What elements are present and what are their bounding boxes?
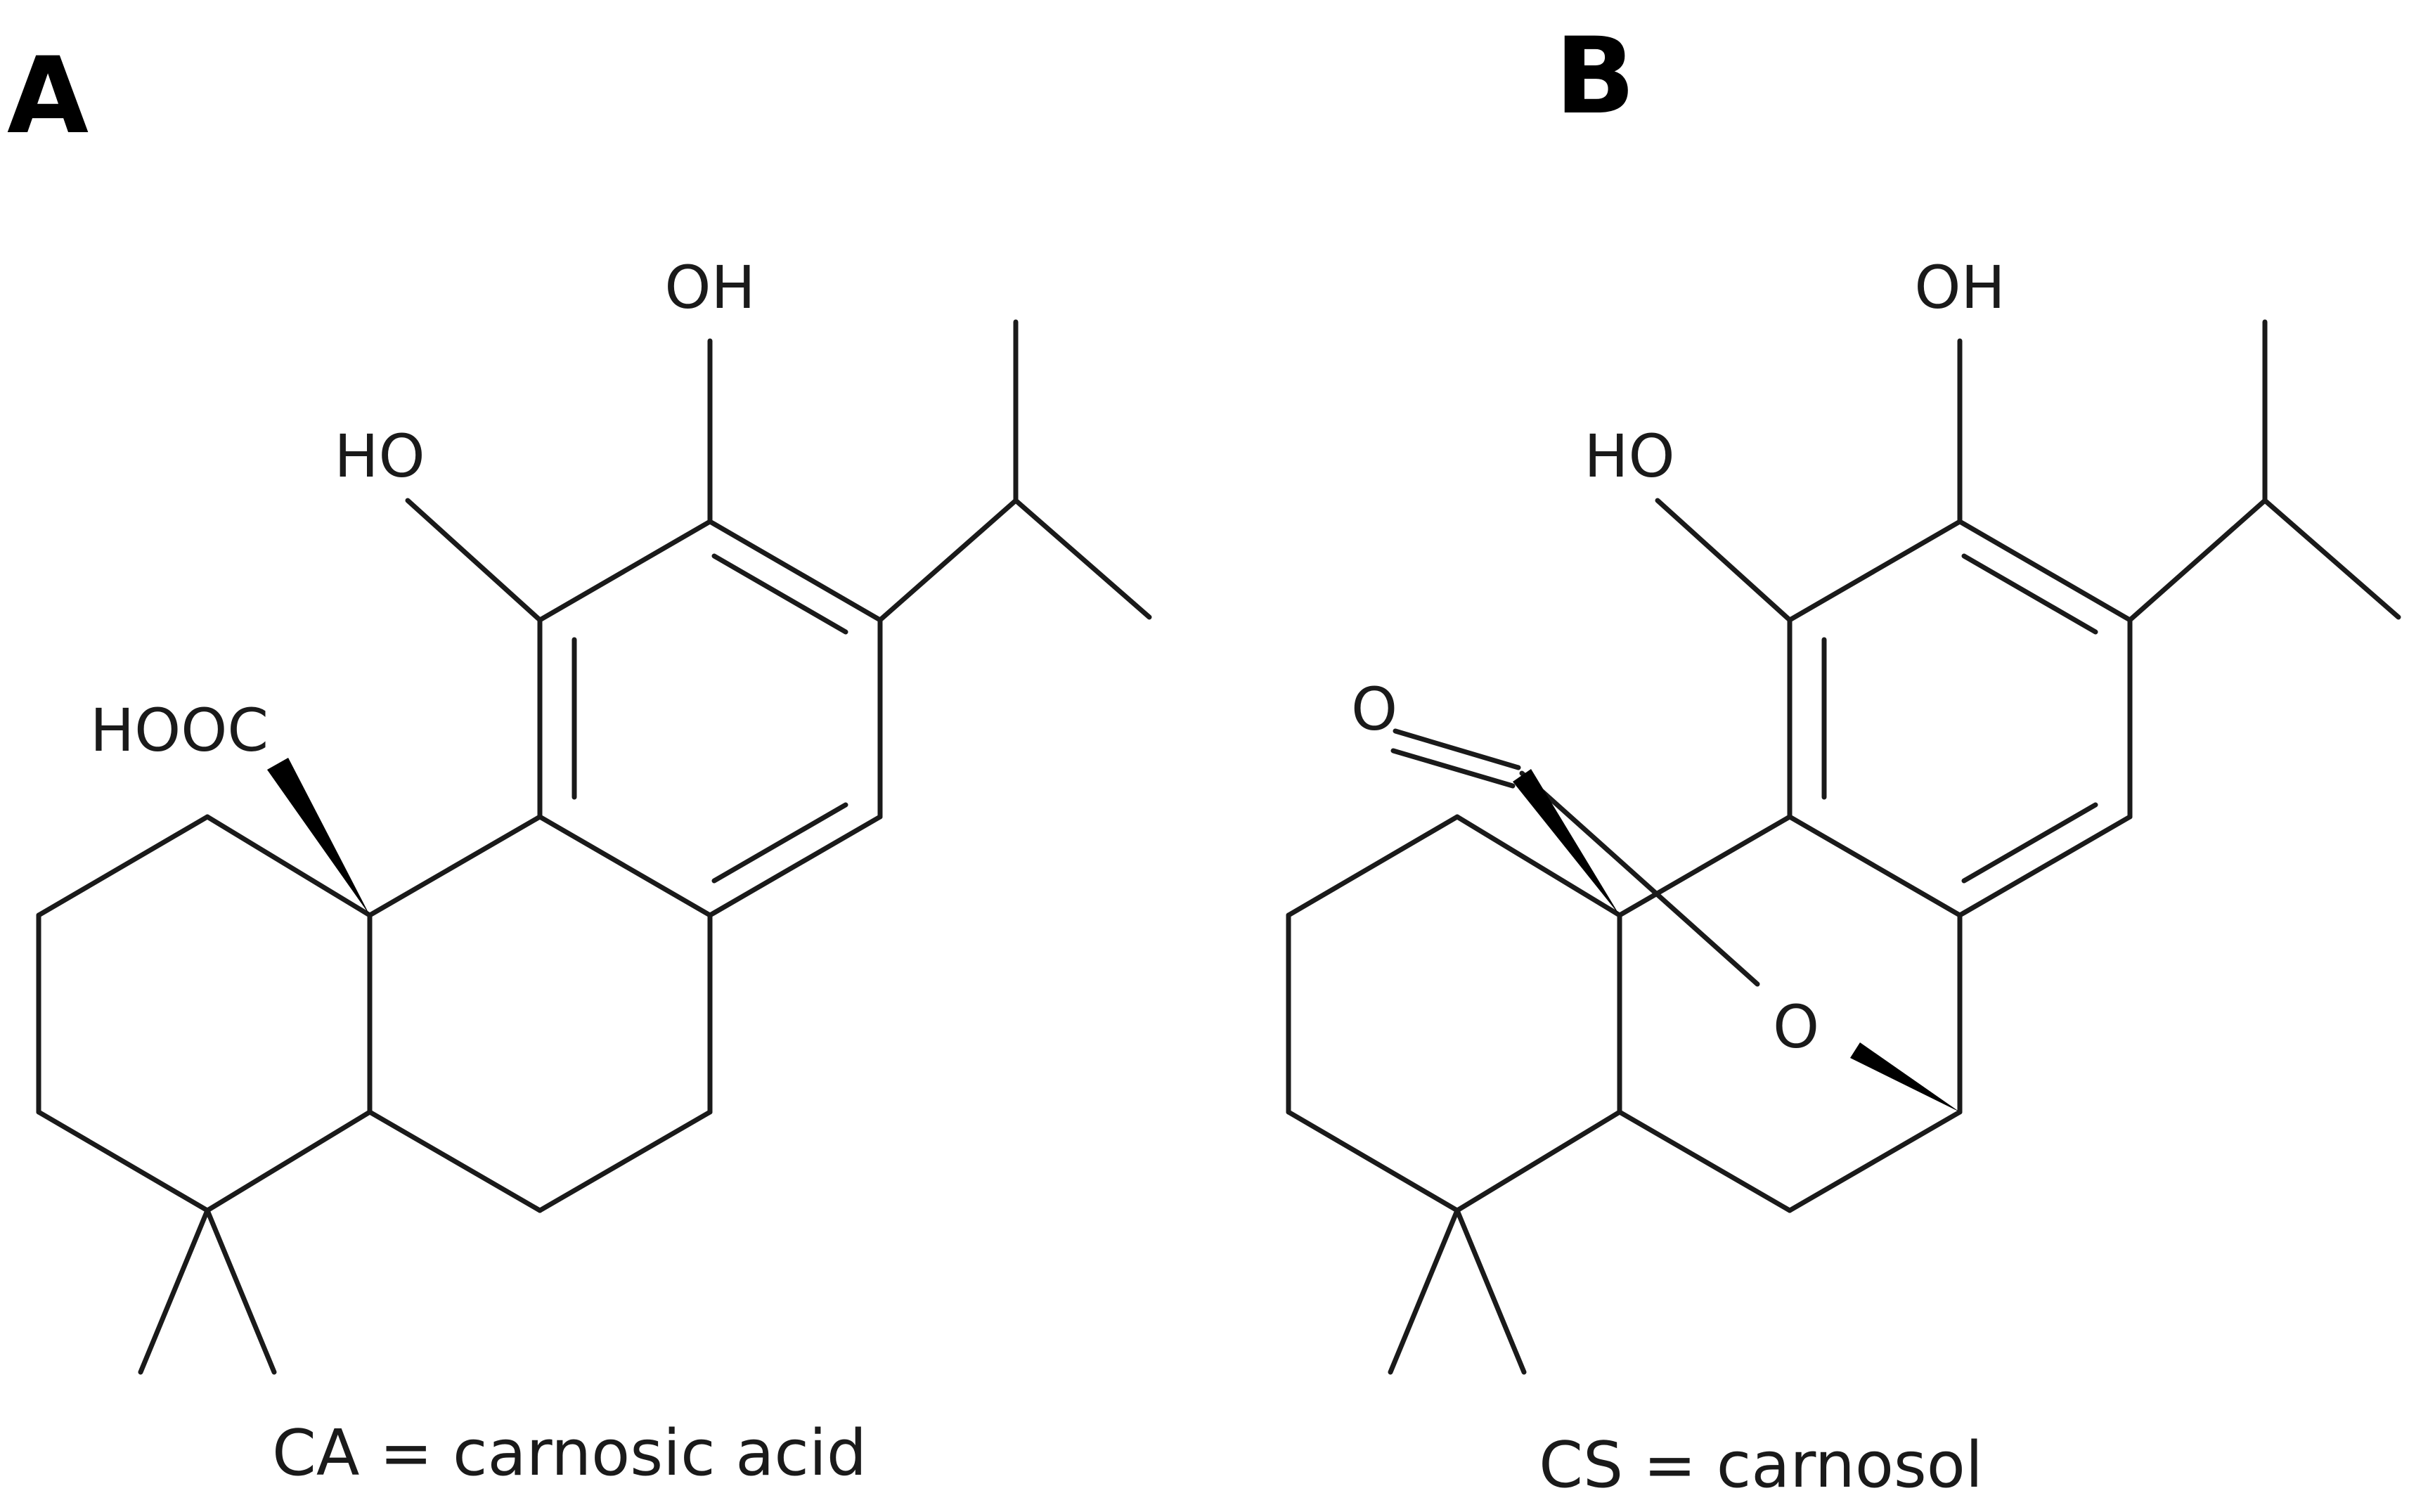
ring-b-b	[1617, 814, 1963, 1213]
panel-a-caption: CA = carnosic acid	[272, 1416, 867, 1490]
lactone-bridge	[1390, 728, 1960, 1112]
ho-label-b: HO	[1584, 422, 1674, 491]
panel-b-letter: B	[1555, 15, 1635, 138]
ring-b-a	[367, 814, 713, 1213]
stereo-wedge-bond	[267, 758, 370, 915]
carbonyl-oxygen-label: O	[1351, 675, 1397, 744]
stereo-wedge-bond-b2	[1850, 1042, 1960, 1112]
aromatic-ring-b	[1787, 519, 2133, 918]
carnosol-structure: OH HO O O	[1286, 253, 2401, 1375]
panel-a: A	[7, 35, 1152, 1490]
ho-label: HO	[334, 422, 425, 491]
stereo-wedge-bond-b	[1513, 769, 1620, 915]
carnosic-acid-structure: OH HO HOOC	[36, 253, 1152, 1375]
panel-b: B	[1286, 15, 2401, 1502]
aromatic-ring-a	[537, 519, 883, 918]
panel-b-caption: CS = carnosol	[1539, 1428, 1983, 1502]
panel-a-letter: A	[7, 35, 89, 157]
oh-label: OH	[664, 253, 755, 322]
oh-label-b: OH	[1914, 253, 2005, 322]
carboxyl-label: HOOC	[90, 696, 269, 765]
ether-oxygen-label: O	[1773, 993, 1819, 1061]
ring-a-a	[36, 814, 373, 1213]
ring-a-b	[1286, 814, 1622, 1213]
